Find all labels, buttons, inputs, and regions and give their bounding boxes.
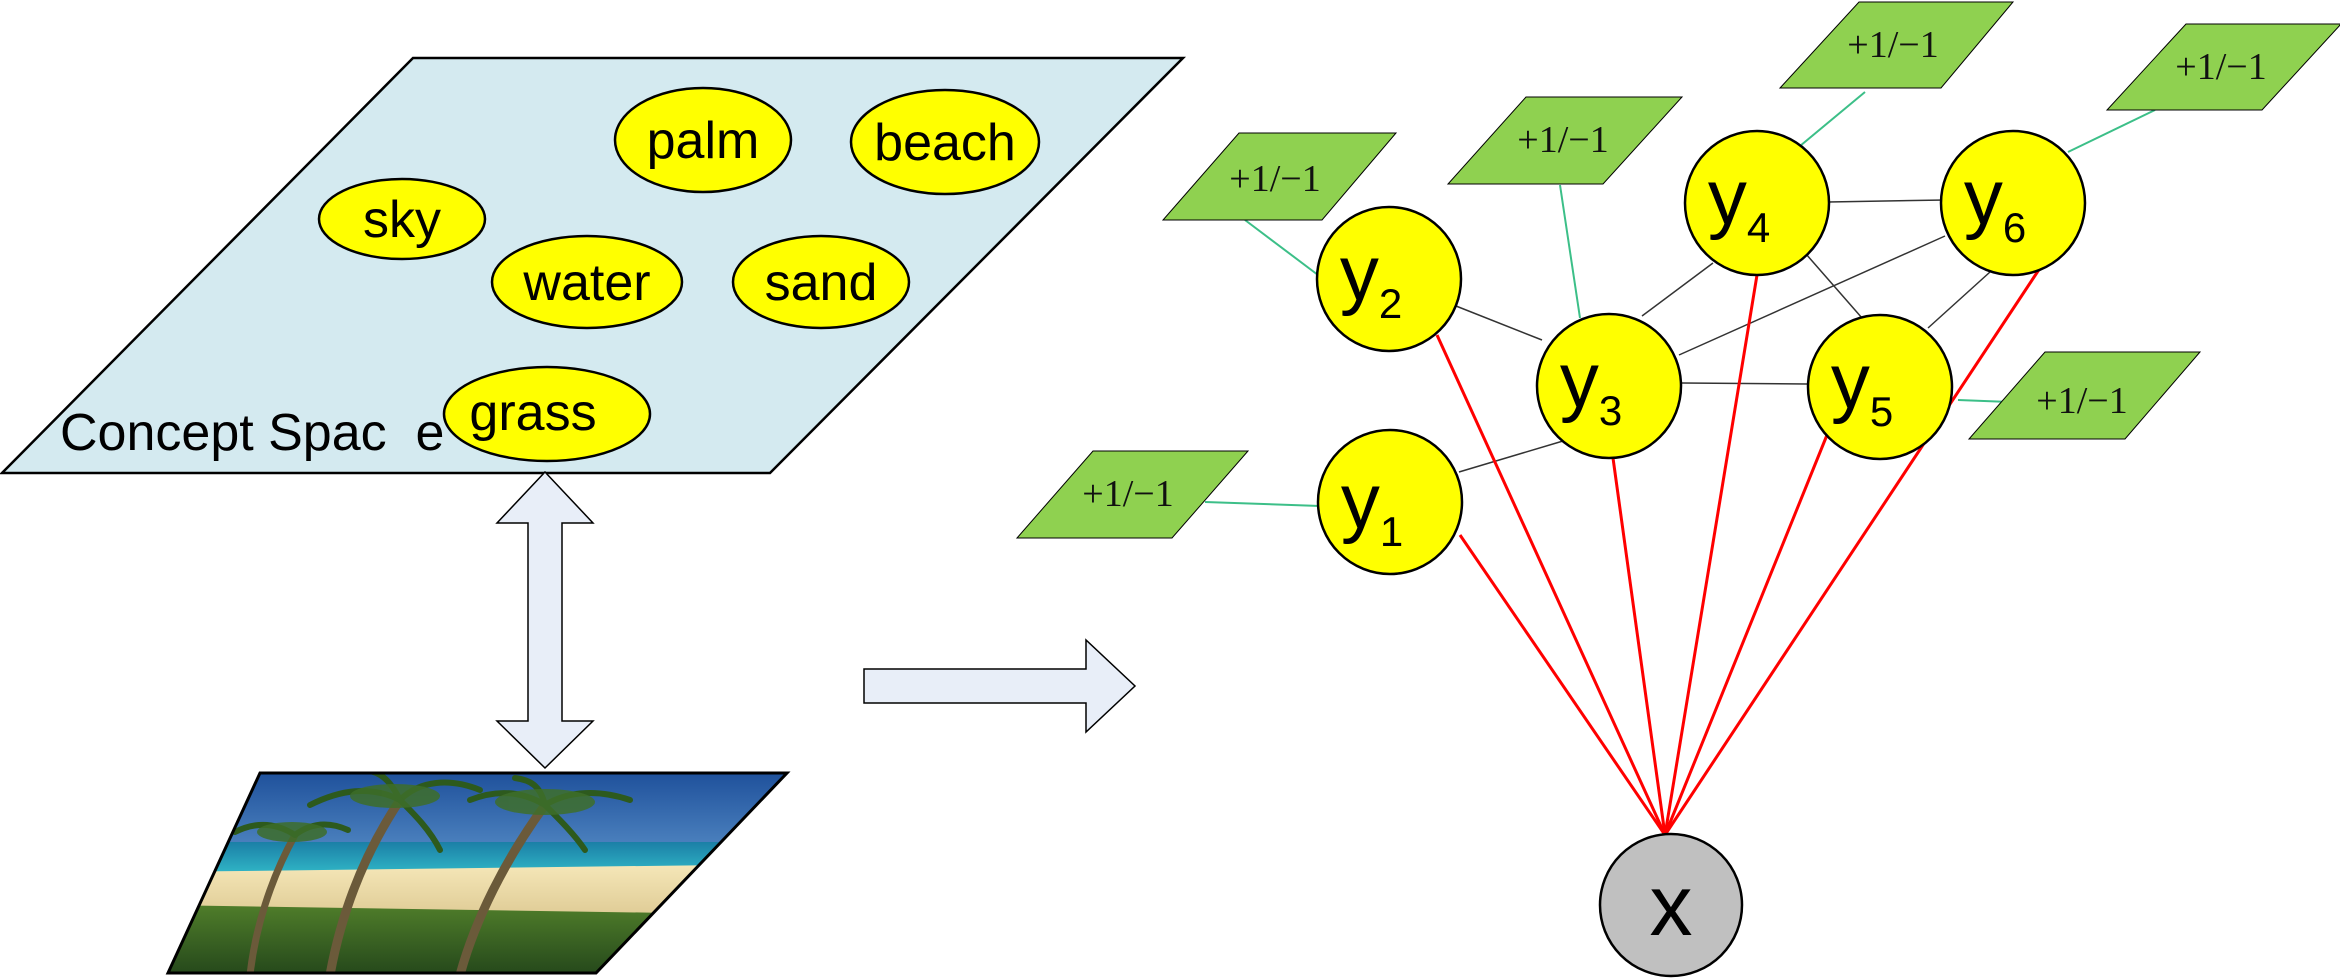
node-y1: y1 (1316, 428, 1464, 576)
concept-palm: palm (613, 86, 793, 194)
concept-sky: sky (317, 177, 487, 261)
factor-y6: +1/−1 (2105, 23, 2340, 111)
concept-water-label: water (522, 254, 650, 312)
image-edges (1435, 264, 2044, 836)
node-y2: y2 (1315, 205, 1463, 353)
concept-beach: beach (849, 88, 1041, 196)
factor-y2-label: +1/−1 (1229, 158, 1320, 200)
concept-beach-label: beach (874, 114, 1016, 172)
factor-links (1204, 91, 2156, 507)
node-y5: y5 (1806, 313, 1954, 461)
concept-grass: grass (442, 365, 652, 463)
node-y6-label: y6 (1964, 153, 2026, 251)
factor-y1: +1/−1 (1015, 450, 1250, 539)
factor-y5-label: +1/−1 (2036, 380, 2127, 422)
double-headed-arrow-icon (495, 470, 595, 770)
factor-y3-label: +1/−1 (1517, 119, 1608, 161)
right-arrow-icon (863, 638, 1137, 734)
factor-y1-label: +1/−1 (1082, 473, 1173, 515)
concept-water: water (490, 234, 684, 330)
concept-space-label: Concept Spac e (60, 404, 444, 462)
factor-y4-label: +1/−1 (1847, 24, 1938, 66)
concept-space-panel: palm beach sky water sand grass Concept … (0, 56, 1187, 475)
concept-sky-label: sky (363, 191, 441, 249)
node-y4-label: y4 (1708, 153, 1770, 251)
graphical-model: +1/−1 +1/−1 +1/−1 +1/−1 +1/−1 +1/−1 y1 (1015, 1, 2340, 978)
node-y5-label: y5 (1831, 337, 1893, 435)
node-y3-label: y3 (1560, 336, 1622, 434)
factor-y5: +1/−1 (1967, 351, 2202, 440)
node-y1-label: y1 (1341, 457, 1403, 555)
node-x: x (1598, 832, 1744, 978)
label-edges (1455, 199, 1991, 473)
node-y4: y4 (1683, 129, 1831, 277)
node-y6: y6 (1939, 129, 2087, 277)
factor-y2: +1/−1 (1161, 132, 1398, 221)
node-y3: y3 (1535, 312, 1683, 460)
factor-y6-label: +1/−1 (2175, 46, 2266, 88)
node-x-label: x (1650, 858, 1693, 954)
concept-sand-label: sand (765, 254, 878, 312)
node-y2-label: y2 (1340, 229, 1402, 327)
concept-sand: sand (731, 234, 911, 330)
beach-photo-icon (165, 771, 791, 975)
concept-grass-label: grass (469, 384, 596, 442)
factor-y4: +1/−1 (1778, 1, 2015, 89)
factor-y3: +1/−1 (1446, 96, 1684, 185)
concept-palm-label: palm (647, 112, 760, 170)
